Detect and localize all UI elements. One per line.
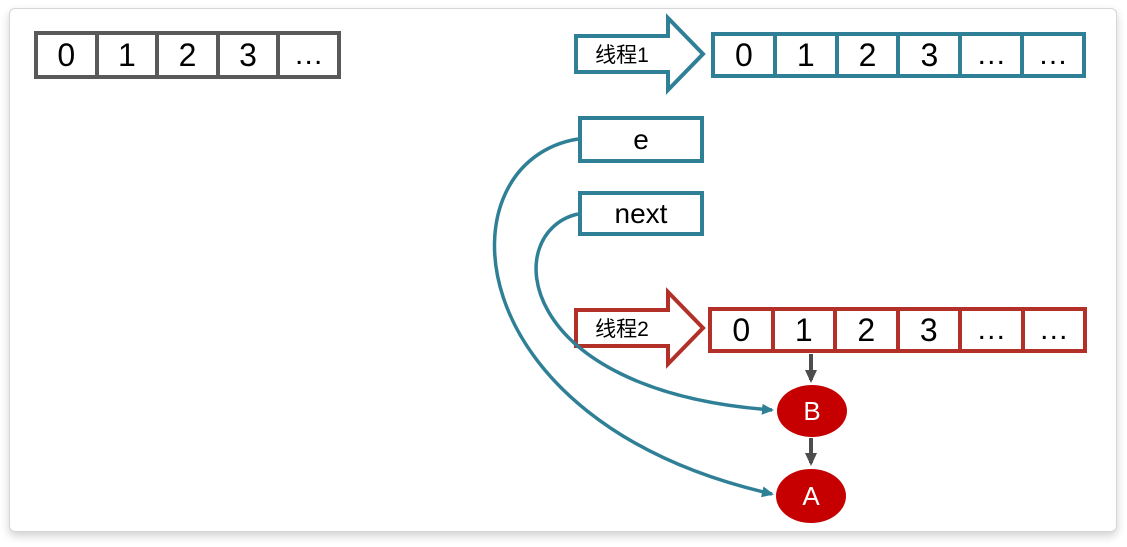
thread1-label: 线程1 xyxy=(595,44,649,67)
array-cell: 1 xyxy=(770,311,834,349)
thread2-hash-array: 0 1 2 3 … … xyxy=(708,307,1087,353)
array-cell: … xyxy=(1020,311,1084,349)
thread1-hash-array: 0 1 2 3 … … xyxy=(711,32,1086,78)
pointer-next-box: next xyxy=(578,191,704,236)
array-cell: … xyxy=(958,311,1021,349)
pointer-e-box: e xyxy=(578,116,704,163)
array-cell: 2 xyxy=(155,35,216,75)
array-cell: 0 xyxy=(735,37,753,73)
array-cell: … xyxy=(1020,36,1082,74)
node-b: B xyxy=(777,385,847,437)
thread2-block-arrow xyxy=(574,287,706,369)
array-cell: 0 xyxy=(57,37,76,73)
array-cell: 0 xyxy=(732,312,751,348)
array-cell: 3 xyxy=(895,311,959,349)
array-cell: … xyxy=(276,35,337,75)
diagram-canvas: 0 1 2 3 … 线程1 0 1 2 3 … … e next 线程2 0 1… xyxy=(9,8,1117,532)
array-cell: 1 xyxy=(772,36,835,74)
array-cell: 3 xyxy=(215,35,277,75)
thread1-block-arrow xyxy=(574,13,706,95)
array-cell: 2 xyxy=(833,311,896,349)
array-cell: 2 xyxy=(834,36,897,74)
array-cell: 1 xyxy=(94,35,156,75)
node-a: A xyxy=(776,469,846,523)
e-to-node-a-arrow xyxy=(492,137,774,498)
base-hash-array: 0 1 2 3 … xyxy=(34,31,341,79)
thread2-label: 线程2 xyxy=(595,318,649,341)
array-cell: … xyxy=(958,36,1020,74)
array-cell: 3 xyxy=(896,36,958,74)
next-to-node-b-arrow xyxy=(534,212,774,415)
connector-layer xyxy=(492,13,817,498)
